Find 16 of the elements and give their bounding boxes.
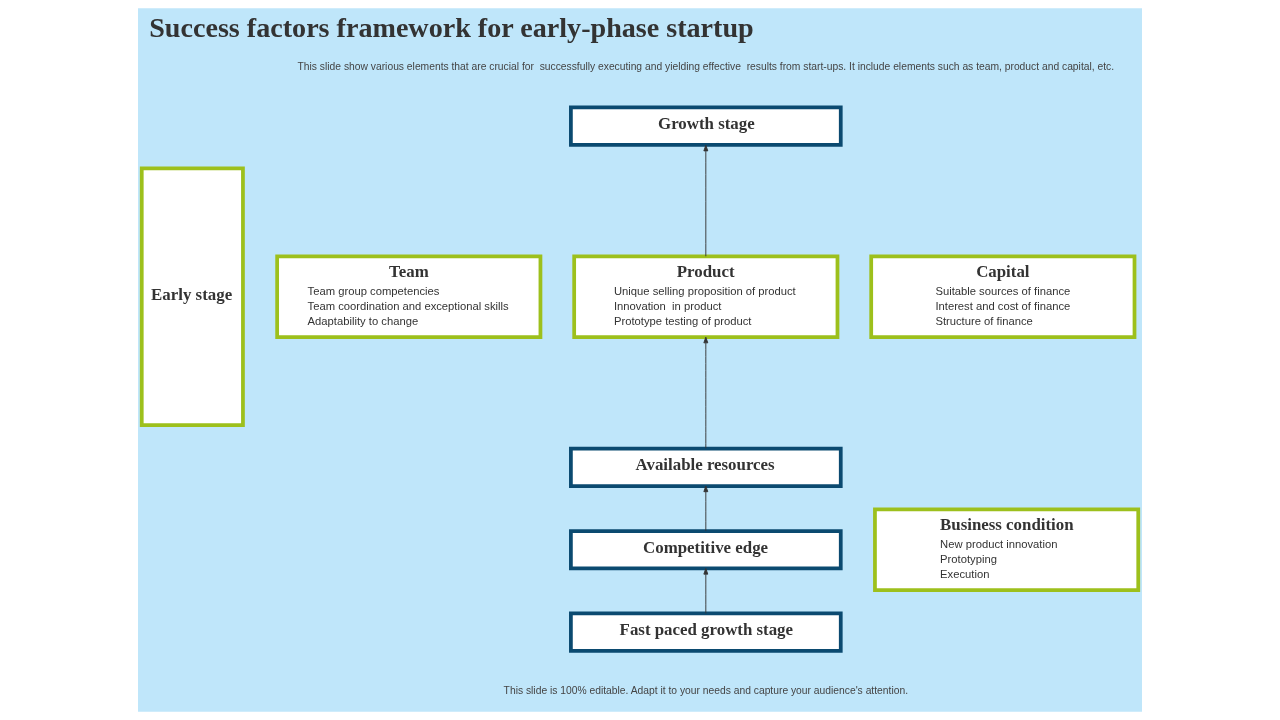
diagram-title: Success factors framework for early-phase startup — [149, 12, 754, 44]
node-box: Team Team group competencies Team coordination and exceptional skills Adaptability to change — [275, 254, 543, 339]
node-box: Capital Suitable sources of finance Interest and cost of finance Structure of finance — [869, 254, 1137, 339]
node-box: Fast paced growth stage — [569, 611, 843, 653]
node-box: Product Unique selling proposition of product Innovation in product Prototype testing of product — [572, 254, 840, 339]
node-box: Available resources — [569, 446, 843, 488]
label: This slide is 100% editable. Adapt it to your needs and capture your audience's attention. — [503, 684, 909, 696]
arrow — [703, 568, 709, 614]
arrow — [703, 336, 709, 449]
node-box: Early stage — [139, 166, 245, 427]
node-box: Competitive edge — [569, 529, 843, 571]
label: This slide show various elements that are crucial for successfully executing and yielding effective results from start-ups. It include elements such as team, product and capital, etc. — [297, 60, 1115, 72]
arrow — [703, 485, 709, 532]
node-box: Business condition New product innovation Prototyping Execution — [873, 507, 1141, 592]
node-box: Growth stage — [569, 105, 843, 147]
arrow — [703, 144, 709, 257]
